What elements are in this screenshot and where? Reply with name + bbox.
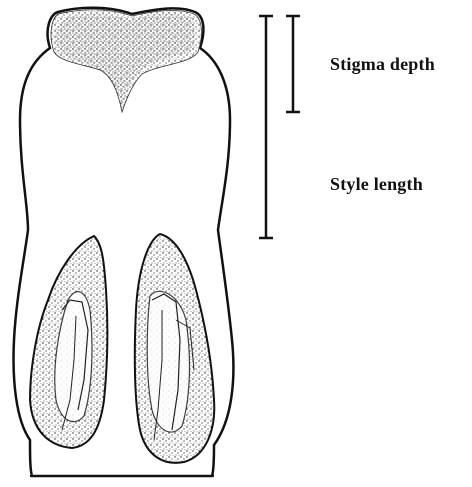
style-length-label: Style length: [330, 174, 423, 195]
right-ovule-inner: [147, 291, 189, 432]
stigma-depth-label: Stigma depth: [330, 54, 435, 75]
style-length-scale-bar: [259, 16, 273, 238]
stigma-depth-scale-bar: [286, 16, 300, 112]
